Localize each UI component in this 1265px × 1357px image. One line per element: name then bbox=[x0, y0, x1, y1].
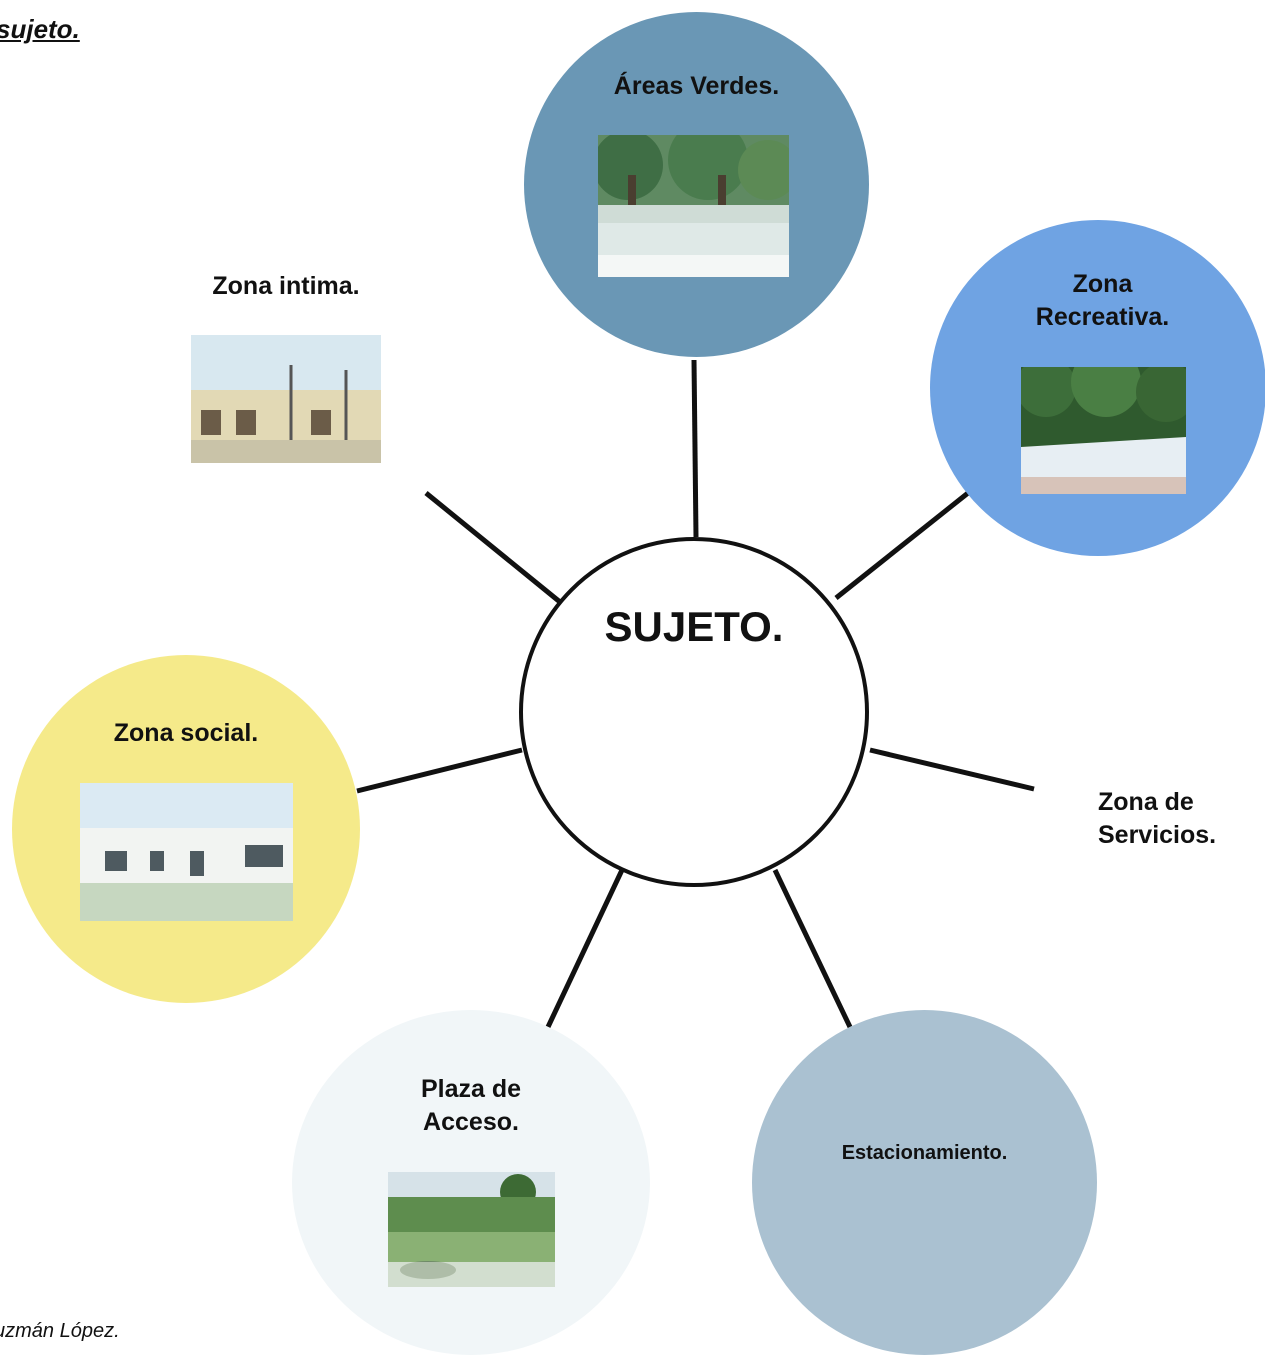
link-zona-intima bbox=[424, 491, 562, 604]
link-estacionamiento bbox=[772, 868, 853, 1029]
label-plaza-acceso-line1: Plaza de bbox=[420, 1075, 522, 1103]
center-label: SUJETO. bbox=[604, 603, 784, 650]
label-plaza-acceso: Plaza de Acceso. bbox=[292, 1073, 650, 1138]
label-zona-servicios-line2: Servicios. bbox=[1098, 820, 1217, 849]
link-zona-recreativa bbox=[834, 491, 970, 600]
label-zona-recreativa: Zona Recreativa. bbox=[930, 268, 1265, 333]
label-plaza-acceso-line2: Acceso. bbox=[423, 1107, 519, 1136]
link-zona-servicios bbox=[869, 747, 1035, 792]
link-plaza-acceso bbox=[545, 868, 625, 1029]
photo-zona-intima bbox=[191, 335, 381, 463]
label-areas-verdes: Áreas Verdes. bbox=[613, 72, 780, 100]
photo-areas-verdes bbox=[598, 135, 789, 277]
page-heading: sujeto. bbox=[0, 14, 80, 44]
label-zona-servicios: Zona de Servicios. bbox=[1098, 786, 1216, 851]
photo-zona-recreativa bbox=[1021, 367, 1186, 494]
center-node bbox=[519, 537, 869, 887]
link-zona-social bbox=[356, 747, 523, 794]
label-zona-recreativa-line2: Recreativa. bbox=[1035, 302, 1170, 331]
photo-plaza-acceso bbox=[388, 1172, 555, 1287]
label-estacionamiento: Estacionamiento. bbox=[841, 1142, 1008, 1164]
label-zona-recreativa-line1: Zona bbox=[1072, 270, 1133, 298]
link-areas-verdes bbox=[691, 359, 699, 538]
label-zona-intima: Zona intima. bbox=[212, 272, 360, 300]
label-zona-servicios-line1: Zona de bbox=[1098, 788, 1194, 816]
label-zona-social: Zona social. bbox=[113, 719, 259, 747]
node-estacionamiento bbox=[752, 1010, 1097, 1355]
photo-zona-social bbox=[80, 783, 293, 921]
author-credit: uzmán López. bbox=[0, 1320, 120, 1342]
